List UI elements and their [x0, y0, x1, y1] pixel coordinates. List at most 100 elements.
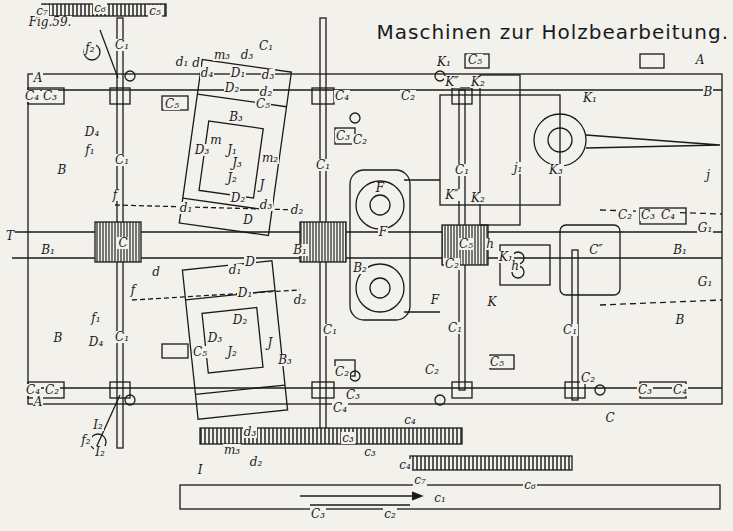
part-label: B₁ [292, 244, 308, 256]
part-label: C₃ [335, 130, 351, 142]
part-label: T [5, 230, 15, 242]
part-label: c₁ [433, 492, 447, 504]
part-label: F [375, 182, 385, 194]
part-label: d₃ [243, 426, 258, 438]
part-label: K₃ [548, 164, 564, 176]
part-label: c₄ [403, 414, 417, 426]
part-label: m [209, 134, 222, 146]
part-label: f [112, 189, 118, 201]
part-label: D₂ [232, 314, 248, 326]
part-label: d₂ [293, 294, 308, 306]
part-label: d₁ [175, 56, 190, 68]
part-label: D₁ [230, 67, 246, 79]
part-label: d [151, 266, 161, 278]
part-label: C₂ [424, 364, 440, 376]
part-label: C₂ [400, 90, 416, 102]
part-label: J₂ [226, 172, 238, 184]
part-label: f₁ [90, 312, 101, 324]
part-label: B₃ [228, 111, 244, 123]
part-label: m₃ [213, 49, 231, 61]
part-label: A [695, 54, 706, 66]
part-label: C₄ [334, 90, 350, 102]
part-label: F [430, 294, 440, 306]
part-label: C [117, 237, 128, 249]
part-label: C₄ [24, 90, 40, 102]
part-label: C₁ [114, 154, 130, 166]
part-label: C₂ [580, 372, 596, 384]
part-label: A [33, 72, 44, 84]
part-label: I₂ [92, 419, 104, 431]
part-label: C₂ [352, 134, 368, 146]
part-label: K₂ [470, 192, 486, 204]
part-label: C₅ [467, 54, 483, 66]
part-label: C₅ [192, 346, 208, 358]
part-label: j [705, 169, 711, 181]
part-label: J [259, 179, 266, 191]
part-label: D₂ [230, 192, 246, 204]
part-label: C₁ [258, 40, 274, 52]
part-label: J₁ [226, 144, 238, 156]
part-label: F [378, 226, 388, 238]
part-label: D [244, 256, 256, 268]
part-label: D₂ [224, 82, 240, 94]
part-label: c₆ [93, 2, 107, 14]
part-label: J [267, 337, 274, 349]
part-label: C₂ [444, 258, 460, 270]
part-label: K″ [444, 76, 459, 88]
part-label: D₁ [237, 287, 253, 299]
part-label: c₃ [363, 446, 377, 458]
part-label: d₃ [259, 199, 274, 211]
part-label: A [33, 396, 44, 408]
part-label: d₂ [290, 204, 305, 216]
part-label: C₂ [334, 366, 350, 378]
part-label: C₁ [454, 164, 470, 176]
part-label: f₁ [84, 144, 95, 156]
part-label: d₃ [240, 49, 255, 61]
part-label: d₃ [261, 69, 276, 81]
part-label: d₂ [259, 86, 274, 98]
part-label: c₆ [523, 479, 537, 491]
part-label: C₁ [114, 39, 130, 51]
part-label: c₇ [413, 474, 427, 486]
part-label: B₁ [672, 244, 688, 256]
part-label: C₁ [322, 324, 338, 336]
part-label: C₃ [640, 209, 656, 221]
part-label: c₇ [35, 5, 49, 17]
part-label: B [57, 164, 68, 176]
part-label: D₄ [84, 126, 100, 138]
part-label: K [487, 296, 498, 308]
part-label: C₅ [164, 98, 180, 110]
part-label: C₁ [447, 322, 463, 334]
part-label: m₂ [261, 152, 279, 164]
part-label: d₁ [179, 202, 194, 214]
figure-number: Fig.59. [28, 16, 73, 28]
part-label: D₄ [88, 336, 104, 348]
part-label: D₃ [207, 332, 223, 344]
part-label: C₂ [44, 384, 60, 396]
part-label: C₃ [637, 384, 653, 396]
part-label: C₄ [332, 402, 348, 414]
part-label: J₂ [226, 346, 238, 358]
part-label: I₂ [94, 446, 106, 458]
part-label: B₁ [40, 244, 56, 256]
part-label: K₂ [470, 76, 486, 88]
part-label: C₄ [25, 384, 41, 396]
part-label: c₅ [148, 5, 162, 17]
part-label: K₁ [582, 92, 598, 104]
part-label: C [604, 412, 615, 424]
part-label: C₂ [617, 209, 633, 221]
part-label: B₃ [277, 354, 293, 366]
part-label: K₁ [436, 56, 452, 68]
part-label: C₁ [315, 159, 331, 171]
part-label: f [130, 284, 136, 296]
part-label: h [510, 260, 520, 272]
part-label: C₃ [42, 90, 58, 102]
part-label: B [703, 86, 714, 98]
part-label: d₄ [200, 67, 215, 79]
part-label: m₃ [223, 444, 241, 456]
part-label: D [242, 214, 254, 226]
part-label: C₁ [114, 331, 130, 343]
part-label: C₅ [255, 98, 271, 110]
part-label: J₃ [231, 157, 243, 169]
part-label: K″ [444, 189, 459, 201]
